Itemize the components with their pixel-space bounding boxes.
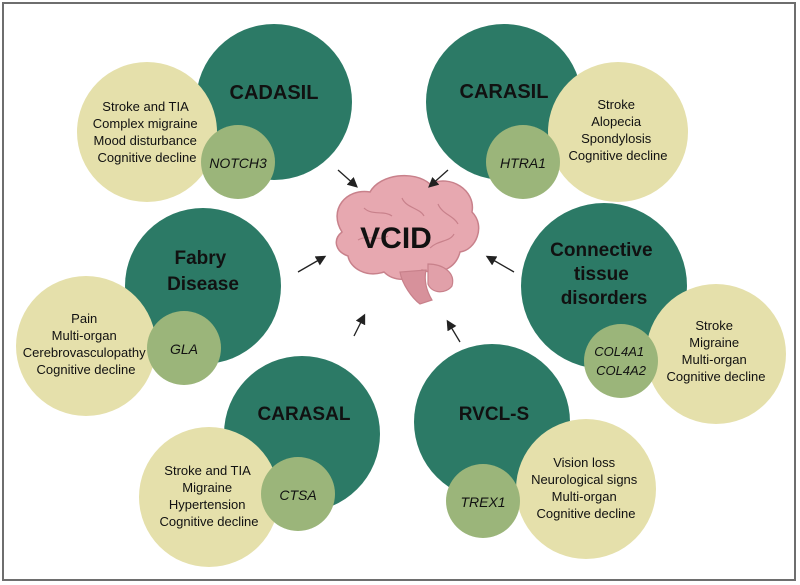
carasil-feature: Stroke	[597, 97, 635, 112]
carasal-group: CARASAL Stroke and TIA Migraine Hyperten…	[139, 356, 380, 567]
cadasil-features-circle	[77, 62, 217, 202]
svg-text:COL4A1 COL4A2: COL4A1 COL4A2	[594, 344, 648, 378]
carasil-feature: Alopecia	[591, 114, 642, 129]
svg-text:Fabry Disease: Fabry Disease	[167, 248, 239, 295]
arrow-carasal-to-vcid	[353, 313, 366, 337]
rvcls-name: RVCL-S	[459, 404, 529, 425]
fabry-name-line: Disease	[167, 274, 239, 295]
connective-feature: Multi-organ	[682, 352, 747, 367]
arrow-connective-to-vcid	[485, 255, 515, 273]
carasal-feature: Migraine	[182, 480, 232, 495]
rvcls-gene-circle	[446, 464, 520, 538]
rvcls-feature: Cognitive decline	[536, 506, 635, 521]
carasil-gene-circle	[486, 125, 560, 199]
rvcls-feature: Multi-organ	[552, 489, 617, 504]
carasil-feature: Spondylosis	[581, 131, 652, 146]
connective-disease-circle	[521, 203, 687, 369]
arrow-cadasil-to-vcid	[337, 169, 358, 188]
connective-gene-circle	[584, 324, 658, 398]
rvcls-features-circle	[516, 419, 656, 559]
connective-name-line: disorders	[561, 288, 648, 309]
svg-text:Stroke and TIA Complex m: Stroke and TIA Complex migraine Mood dis…	[93, 99, 201, 165]
fabry-feature: Cognitive decline	[36, 362, 135, 377]
connective-feature: Cognitive decline	[666, 369, 765, 384]
carasil-features-circle	[548, 62, 688, 202]
carasal-feature: Stroke and TIA	[164, 463, 251, 478]
brain-icon: VCID	[335, 174, 480, 305]
fabry-feature: Pain	[71, 311, 97, 326]
center-label: VCID	[360, 222, 432, 255]
vcid-diagram: CADASIL Stroke and TIA Complex migraine …	[16, 24, 786, 567]
carasal-feature: Cognitive decline	[159, 514, 258, 529]
carasal-gene-circle	[261, 457, 335, 531]
arrow-rvcls-to-vcid	[446, 319, 461, 343]
fabry-feature: Cerebrovasculopathy	[23, 345, 146, 360]
fabry-group: Fabry Disease Pain Multi-organ Cerebrova…	[16, 208, 281, 416]
connective-feature: Stroke	[695, 318, 733, 333]
svg-text:Connective tissue: Connective tissue disorders	[550, 240, 658, 309]
rvcls-feature: Vision loss	[553, 455, 615, 470]
svg-text:Stroke and TIA Migraine: Stroke and TIA Migraine Hypertension Cog…	[159, 463, 258, 529]
connective-name-line: Connective	[550, 240, 652, 261]
connective-gene: COL4A2	[596, 363, 647, 378]
cadasil-group: CADASIL Stroke and TIA Complex migraine …	[77, 24, 352, 202]
fabry-feature: Multi-organ	[52, 328, 117, 343]
svg-text:Vision loss Neurological: Vision loss Neurological signs Multi-org…	[531, 455, 641, 521]
cadasil-feature: Mood disturbance	[94, 133, 197, 148]
carasal-feature: Hypertension	[169, 497, 246, 512]
cadasil-feature: Stroke and TIA	[102, 99, 189, 114]
fabry-features-circle	[16, 276, 156, 416]
svg-text:Stroke Alopecia Sp: Stroke Alopecia Spondylosis Cognitive de…	[568, 97, 667, 163]
cadasil-feature: Cognitive decline	[97, 150, 196, 165]
arrows	[297, 169, 515, 343]
cadasil-name: CADASIL	[230, 82, 319, 104]
rvcls-gene: TREX1	[460, 494, 505, 510]
connective-gene: COL4A1	[594, 344, 644, 359]
carasil-gene: HTRA1	[500, 155, 546, 171]
cadasil-gene: NOTCH3	[209, 155, 267, 171]
carasal-features-circle	[139, 427, 279, 567]
fabry-gene: GLA	[170, 341, 198, 357]
connective-features-circle	[646, 284, 786, 424]
rvcls-group: RVCL-S Vision loss Neurological signs Mu…	[414, 344, 656, 559]
fabry-name-line: Fabry	[174, 248, 226, 269]
carasal-name: CARASAL	[258, 404, 351, 425]
connective-name-line: tissue	[574, 264, 629, 285]
connective-group: Connective tissue disorders Stroke Migra…	[521, 203, 786, 424]
svg-text:Stroke Migraine Mu: Stroke Migraine Multi-organ Cognitive de…	[666, 318, 765, 384]
svg-text:Pain Multi-organ C: Pain Multi-organ Cerebrovasculopathy Cog…	[23, 311, 149, 377]
carasil-group: CARASIL Stroke Alopecia Spondylosis Cogn…	[426, 24, 688, 202]
carasal-gene: CTSA	[279, 487, 316, 503]
cadasil-feature: Complex migraine	[93, 116, 198, 131]
fabry-gene-circle	[147, 311, 221, 385]
arrow-carasil-to-vcid	[428, 169, 449, 188]
carasil-feature: Cognitive decline	[568, 148, 667, 163]
carasil-name: CARASIL	[460, 81, 549, 103]
cadasil-gene-circle	[201, 125, 275, 199]
arrow-fabry-to-vcid	[297, 255, 327, 273]
connective-feature: Migraine	[689, 335, 739, 350]
rvcls-feature: Neurological signs	[531, 472, 638, 487]
